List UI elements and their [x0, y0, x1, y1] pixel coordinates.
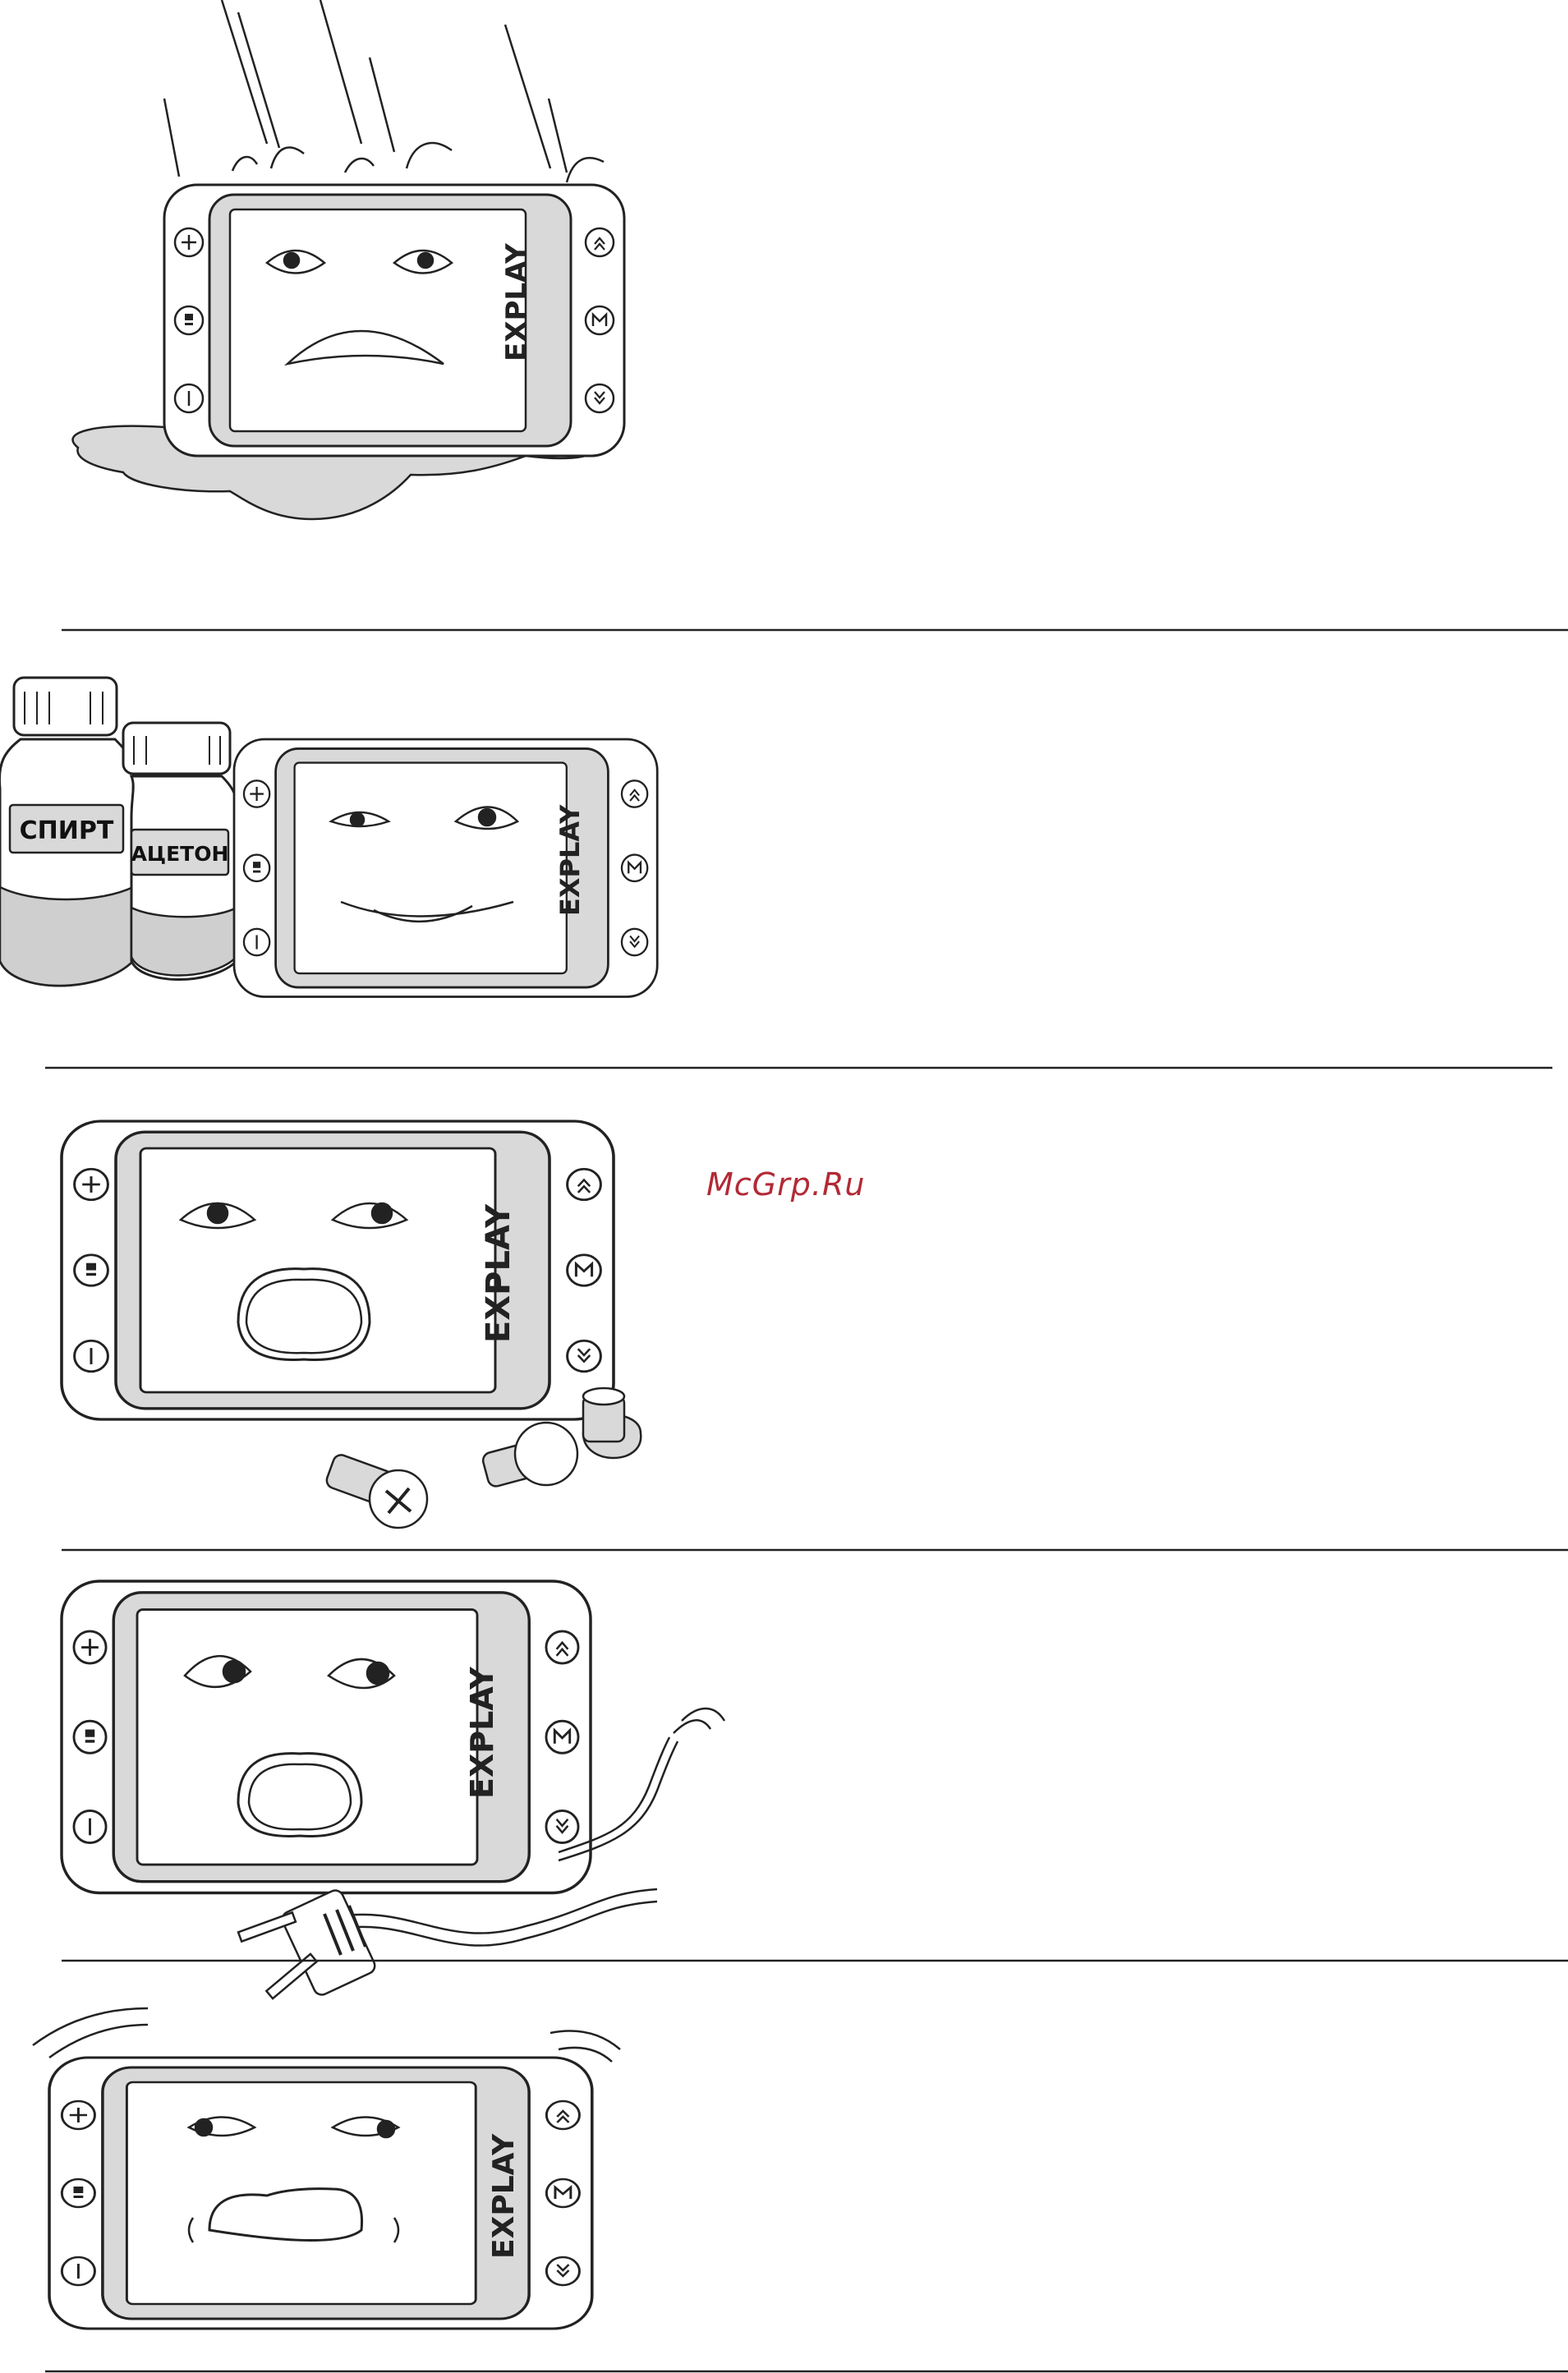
label-acetone: АЦЕТОН	[131, 842, 229, 866]
brand-logo: EXPLAY	[500, 243, 533, 361]
device-3: EXPLAY	[62, 1121, 614, 1419]
watermark-text: McGrp.Ru	[706, 1166, 865, 1203]
brand-logo: EXPLAY	[487, 2133, 521, 2259]
label-spirit: СПИРТ	[20, 816, 114, 845]
brand-logo: EXPLAY	[480, 1203, 517, 1343]
screw-left	[324, 1453, 427, 1528]
device-2: EXPLAY	[234, 739, 657, 997]
device-5: EXPLAY	[49, 2058, 592, 2329]
panel-screws: EXPLAY	[62, 1121, 641, 1528]
brand-logo: EXPLAY	[554, 804, 586, 916]
panel-rain: EXPLAY	[73, 0, 624, 519]
rain-lines	[164, 0, 604, 182]
panel-vibration: EXPLAY	[33, 2008, 620, 2329]
bottle-acetone: АЦЕТОН	[123, 723, 237, 980]
device-1: EXPLAY	[164, 185, 624, 456]
bottle-spirit: СПИРТ	[0, 678, 134, 986]
device-4: EXPLAY	[62, 1581, 591, 1893]
panel-cord: EXPLAY	[62, 1581, 724, 1998]
plug-icon	[238, 1888, 377, 1998]
brand-logo: EXPLAY	[464, 1667, 500, 1799]
panel-chemicals: СПИРТ АЦЕТОН EXPLAY	[0, 678, 657, 997]
vibration-lines	[33, 2008, 620, 2062]
